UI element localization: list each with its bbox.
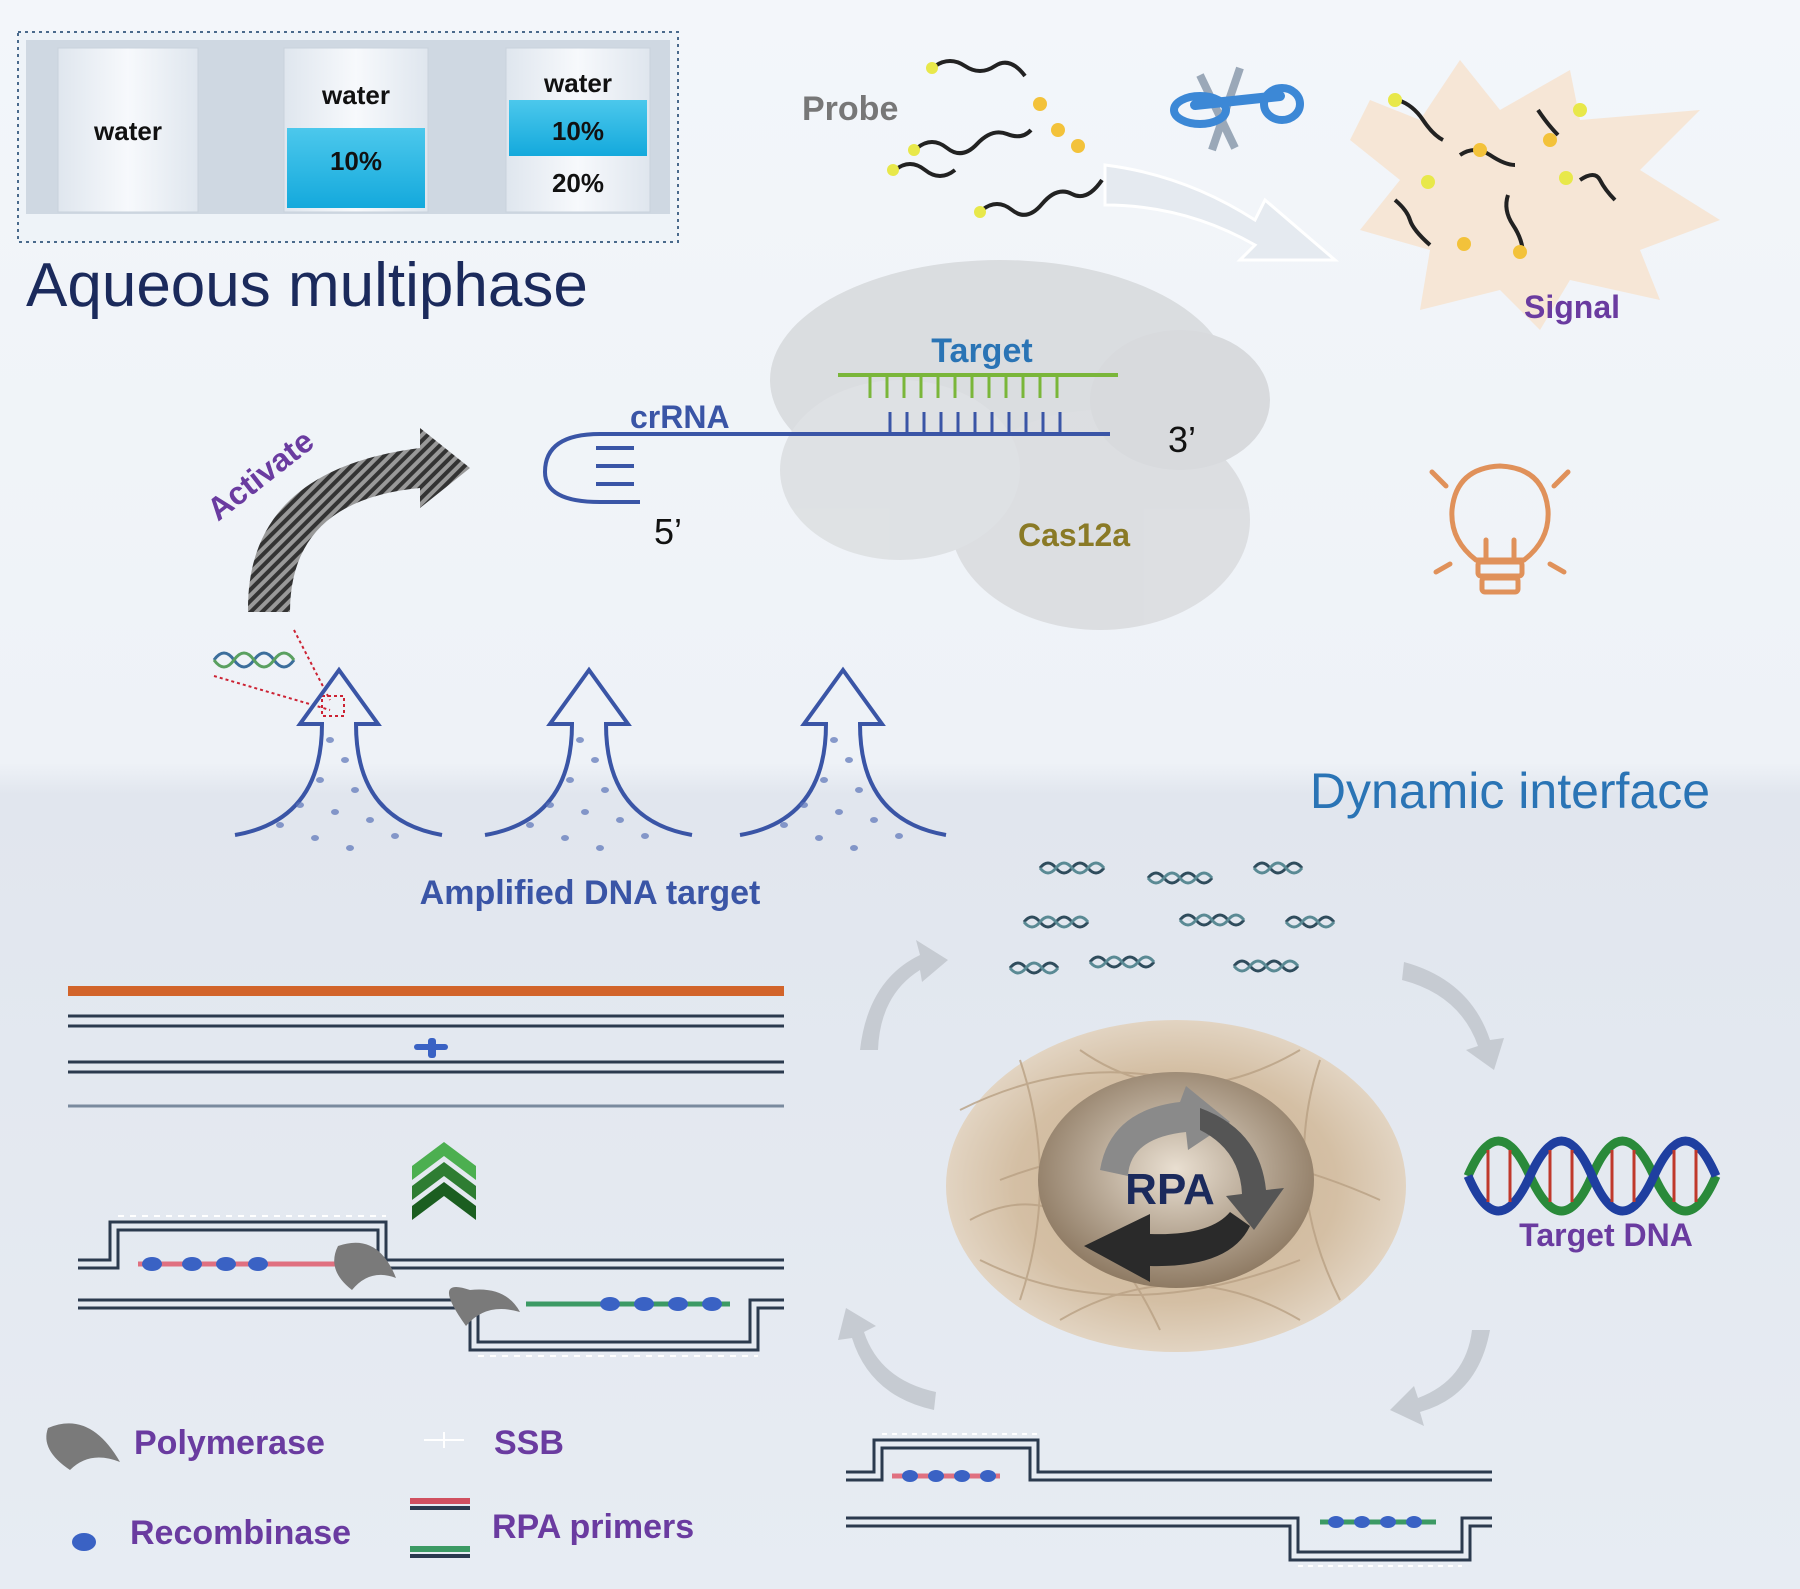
probe-strands (893, 59, 1104, 217)
amplified-dots (276, 737, 903, 851)
scissors-icon (1170, 66, 1304, 152)
amplification-arrow-3 (739, 666, 947, 837)
rpa-cycle: RPA (838, 940, 1504, 1426)
crrna-strand (542, 432, 1110, 504)
recombinase-legend-icon (72, 1533, 96, 1551)
dsdna-cluster (1008, 861, 1336, 975)
target-dna-helix (1463, 1136, 1721, 1216)
cleave-arrow (1103, 163, 1340, 262)
chevron-up-icon (412, 1142, 476, 1220)
cas12a-protein (770, 260, 1270, 630)
rpa-arrow-right (1200, 1108, 1284, 1230)
strand-panel (68, 986, 784, 1357)
five-prime-label: 5’ (654, 511, 682, 552)
target-base-pairs (868, 377, 1059, 398)
beaker-panel: water water 10% water 10% 20% (17, 31, 679, 243)
amplification-arrow-1 (234, 666, 443, 837)
legend-ssb: SSB (494, 1424, 564, 1462)
rpa-primers-legend-icon (410, 1498, 470, 1558)
rpa-arrow-lower (1084, 1212, 1250, 1282)
polymerase-icon-2 (448, 1286, 520, 1326)
dsdna-zoom-icon (212, 629, 345, 717)
beaker-1: water (57, 47, 199, 213)
signal-label: Signal (1524, 289, 1620, 325)
rpa-arrow-upper (1100, 1086, 1230, 1176)
three-prime-label: 3’ (1168, 419, 1196, 460)
crrna-label: crRNA (630, 399, 730, 435)
signal-dyes (1388, 93, 1587, 259)
rpa-bubble-bottom (78, 1298, 784, 1357)
rpa-bubble-top (78, 1215, 784, 1270)
activate-arrow (247, 428, 470, 612)
crrna-base-pairs (888, 412, 1062, 432)
cycle-arrow-top-right (1402, 962, 1504, 1070)
beaker-3-cyan-phase (509, 100, 647, 156)
beaker-3-middle-label: 10% (552, 116, 604, 146)
rpa-small-diagram (846, 1433, 1492, 1567)
probe-dyes (887, 62, 1085, 218)
amplified-label: Amplified DNA target (420, 874, 761, 912)
dynamic-interface-title: Dynamic interface (1310, 763, 1710, 819)
probe-label: Probe (802, 90, 898, 128)
lightbulb-icon (1429, 463, 1571, 595)
beaker-2-top-label: water (321, 80, 390, 110)
legend-polymerase: Polymerase (134, 1424, 325, 1462)
cas12a-label: Cas12a (1018, 517, 1130, 553)
polymerase-legend-icon (46, 1423, 120, 1470)
legend: Polymerase SSB Recombinase RPA primers (46, 1423, 694, 1558)
ssb-legend-icon (424, 1432, 464, 1448)
signal-burst (1350, 60, 1720, 330)
beaker-1-label: water (93, 116, 162, 146)
target-label: Target (931, 332, 1032, 370)
legend-recombinase: Recombinase (130, 1514, 351, 1552)
polymerase-icon-1 (334, 1242, 396, 1290)
rpa-small-recombinase (902, 1470, 1422, 1528)
cycle-arrow-bottom-left (838, 1308, 936, 1410)
beaker-2: water 10% (283, 47, 429, 213)
beaker-3: water 10% 20% (505, 47, 651, 213)
beaker-3-bottom-label: 20% (552, 168, 604, 198)
strand-recombinase-mark (414, 1038, 448, 1058)
beaker-2-cyan-phase (287, 128, 425, 208)
beaker-3-top-label: water (543, 68, 612, 98)
recombinase-dots (142, 1257, 722, 1311)
legend-rpa-primers: RPA primers (492, 1508, 694, 1546)
crrna-hairpin-pairs (596, 446, 634, 486)
rpa-center-label: RPA (1125, 1165, 1215, 1214)
signal-strands (1393, 98, 1617, 256)
cycle-arrow-bottom-right (1390, 1330, 1490, 1426)
amplification-arrow-2 (484, 666, 693, 837)
target-dna-label: Target DNA (1519, 1217, 1693, 1253)
beaker-2-bottom-label: 10% (330, 146, 382, 176)
cycle-arrow-top-left (860, 940, 948, 1050)
aqueous-multiphase-title: Aqueous multiphase (26, 251, 588, 320)
amplification-arrows (234, 666, 947, 837)
